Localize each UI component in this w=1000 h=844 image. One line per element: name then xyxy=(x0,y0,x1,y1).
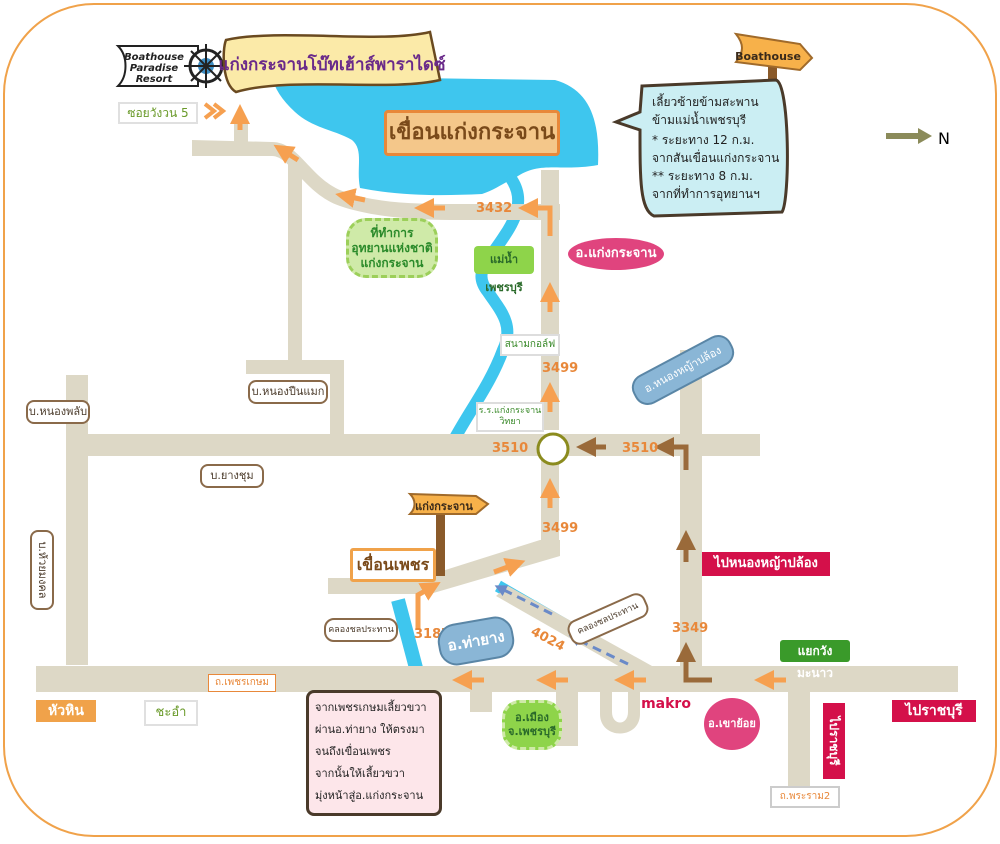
directions-bottom-box: จากเพชรเกษมเลี้ยวขวา ผ่านอ.ท่ายาง ให้ตรง… xyxy=(306,690,442,816)
svg-text:Boathouse: Boathouse xyxy=(124,52,184,63)
to-ratchaburi-vertical-label: ไปราชบุรี xyxy=(823,703,845,779)
resort-logo: Boathouse Paradise Resort xyxy=(115,44,228,88)
ban-nong-plap-label: บ.หนองพลับ xyxy=(26,400,90,424)
phetchaburi-dam-label: เขื่อนเพชร xyxy=(350,548,436,582)
canal-left xyxy=(391,598,423,670)
svg-text:Boathouse: Boathouse xyxy=(735,50,801,63)
muang-phetchaburi-badge: อ.เมือง จ.เพชรบุรี xyxy=(502,700,562,750)
route-3510-right: 3510 xyxy=(622,441,658,456)
route-3349: 3349 xyxy=(672,621,708,636)
soi-chevron-icon xyxy=(203,102,227,120)
svg-text:แก่งกระจาน: แก่งกระจาน xyxy=(415,500,473,513)
canal-left-label: คลองชลประทาน xyxy=(324,618,398,642)
route-3499-top: 3499 xyxy=(542,361,578,376)
signpost-kaengkrachan: แก่งกระจาน xyxy=(407,492,490,576)
roundabout xyxy=(536,432,570,466)
to-ratchaburi-label: ไปราชบุรี xyxy=(892,700,976,722)
route-3499-mid: 3499 xyxy=(542,521,578,536)
svg-text:จากที่ทำการอุทยานฯ: จากที่ทำการอุทยานฯ xyxy=(652,185,760,202)
amphoe-khao-yoi-badge: อ.เขาย้อย xyxy=(704,698,760,750)
compass-label: N xyxy=(938,129,950,148)
amphoe-kaengkrachan-badge: อ.แก่งกระจาน xyxy=(568,238,664,270)
route-number-labels: 3432 3499 3510 3510 3499 3187 4024 3349 xyxy=(414,201,708,655)
rama2-road-label: ถ.พระราม2 xyxy=(770,786,840,808)
resort-banner-text: แก่งกระจานโบ๊ทเฮ้าส์พาราไดซ์ xyxy=(218,54,445,75)
route-arrows xyxy=(230,104,786,690)
route-3432: 3432 xyxy=(476,201,512,216)
hua-hin-label: หัวหิน xyxy=(36,700,96,722)
cha-am-label: ชะอำ xyxy=(144,700,198,726)
park-office-badge: ที่ทำการ อุทยานแห่งชาติ แก่งกระจาน xyxy=(346,218,438,278)
river xyxy=(449,174,525,444)
svg-text:Paradise: Paradise xyxy=(130,63,179,74)
alt-route-arrows xyxy=(576,437,712,683)
directions-box xyxy=(611,78,789,218)
river-label: แม่น้ำเพชรบุรี xyxy=(474,246,534,294)
ban-yang-chum-label: บ.ยางชุม xyxy=(200,464,264,488)
svg-text:** ระยะทาง 8 ก.ม.: ** ระยะทาง 8 ก.ม. xyxy=(652,169,753,183)
directions-text: เลี้ยวซ้ายข้ามสะพาน ข้ามแม่น้ำเพชรบุรี *… xyxy=(652,93,779,202)
svg-text:* ระยะทาง 12 ก.ม.: * ระยะทาง 12 ก.ม. xyxy=(652,133,754,147)
dam-title: เขื่อนแก่งกระจาน xyxy=(384,110,560,156)
svg-text:จากสันเขื่อนแก่งกระจาน: จากสันเขื่อนแก่งกระจาน xyxy=(652,149,779,165)
phetkasem-road-label: ถ.เพชรเกษม xyxy=(208,674,276,692)
to-nong-ya-plong-label: ไปหนองหญ้าปล้อง xyxy=(702,552,830,576)
svg-text:ข้ามแม่น้ำเพชรบุรี: ข้ามแม่น้ำเพชรบุรี xyxy=(652,111,747,128)
north-arrow-icon xyxy=(886,128,932,144)
wang-manao-label: แยกวังมะนาว xyxy=(780,640,850,680)
golf-course-label: สนามกอล์ฟ xyxy=(500,334,560,356)
soi-wangwon-label: ซอยวังวน 5 xyxy=(118,102,198,124)
ban-nong-pin-maek-label: บ.หนองปืนแมก xyxy=(248,380,328,404)
svg-text:Resort: Resort xyxy=(136,74,174,85)
route-3510-left: 3510 xyxy=(492,441,528,456)
svg-text:เลี้ยวซ้ายข้ามสะพาน: เลี้ยวซ้ายข้ามสะพาน xyxy=(652,93,759,109)
makro-label: makro xyxy=(641,696,691,712)
resort-banner-scroll xyxy=(222,30,442,94)
signpost-boathouse: Boathouse xyxy=(733,32,814,114)
school-label: ร.ร.แก่งกระจาน วิทยา xyxy=(476,402,544,432)
huai-mongkhon-label: บ.ห้วยมงคล xyxy=(30,530,54,610)
